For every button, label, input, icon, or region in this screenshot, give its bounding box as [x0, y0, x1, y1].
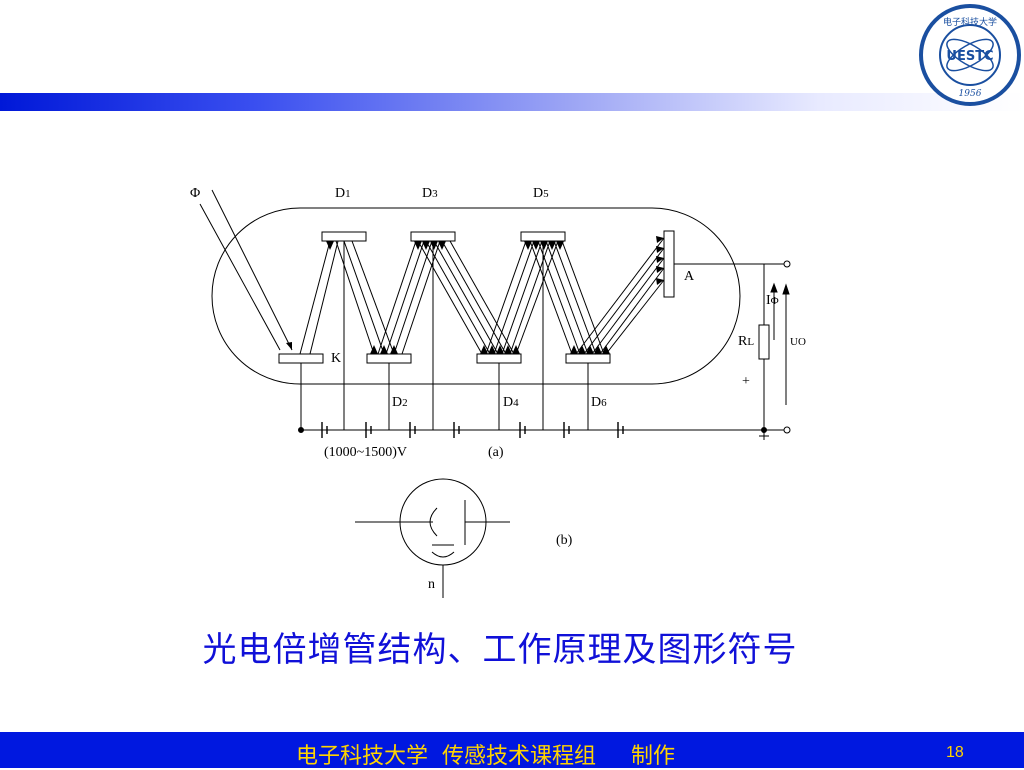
dynode-d4: [476, 353, 522, 364]
phi-label: Φ: [190, 186, 200, 201]
tube-envelope: [211, 207, 741, 385]
dynode-d6: [565, 353, 611, 364]
battery-cells: [321, 422, 624, 438]
label-b: (b): [556, 533, 573, 548]
page-number: 18: [946, 744, 964, 761]
dynode-d1: [321, 231, 367, 242]
header-gradient-band: [0, 93, 1024, 111]
label-resistor: RL: [738, 334, 754, 349]
dynode-d3: [410, 231, 456, 242]
output-terminal-bottom: [783, 426, 791, 434]
uestc-logo: UESTC 1956 电子科技大学: [919, 4, 1021, 106]
electron-paths: [299, 237, 665, 355]
label-voltage: (1000~1500)V: [324, 445, 407, 460]
electron-arrowheads: [286, 236, 664, 354]
output-terminal-top: [783, 260, 791, 268]
label-d3: D3: [422, 186, 438, 201]
dynode-d5: [520, 231, 566, 242]
label-cathode: K: [331, 351, 341, 366]
label-d6: D6: [591, 395, 607, 410]
footer-bar: 电子科技大学 传感技术课程组 制作 18: [0, 732, 1024, 769]
dynode-d2: [366, 353, 412, 364]
label-plus: +: [742, 374, 750, 389]
label-current: IΦ: [766, 293, 779, 308]
cathode-k: [278, 353, 324, 364]
label-anode: A: [684, 269, 695, 284]
label-d4: D4: [503, 395, 519, 410]
logo-text: UESTC: [946, 49, 993, 64]
anode-a: [663, 230, 675, 298]
slide-title: 光电倍增管结构、工作原理及图形符号: [202, 630, 798, 670]
logo-arc-text: 电子科技大学: [943, 16, 997, 28]
footer-text: 电子科技大学 传感技术课程组 制作: [296, 744, 675, 769]
logo-year: 1956: [959, 89, 982, 99]
label-output-voltage: UO: [790, 336, 806, 348]
load-resistor: [758, 324, 770, 360]
label-d1: D1: [335, 186, 351, 201]
pmt-symbol: [355, 478, 510, 598]
label-a: (a): [488, 445, 504, 460]
label-d2: D2: [392, 395, 408, 410]
label-n: n: [428, 577, 435, 592]
label-d5: D5: [533, 186, 549, 201]
